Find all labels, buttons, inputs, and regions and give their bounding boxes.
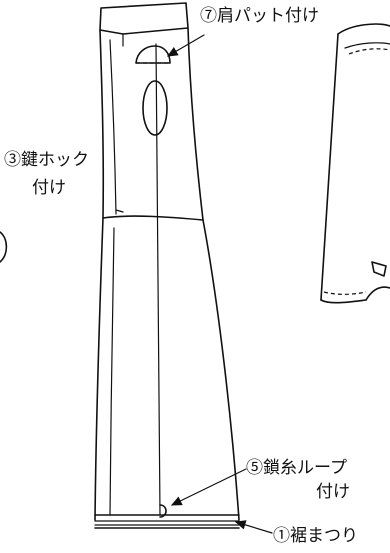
hook-label-line2: 付け xyxy=(32,178,66,198)
shoulder-pad-label: ⑦肩パット付け xyxy=(200,6,319,26)
loop-leader xyxy=(170,468,247,506)
left-partial-item xyxy=(0,231,8,263)
shoulder-pad-leader xyxy=(166,34,205,57)
hem-label: ①裾まつり xyxy=(273,526,358,546)
hem-leader xyxy=(234,520,273,534)
loop-label-line2: 付け xyxy=(316,482,350,502)
trousers xyxy=(94,217,240,529)
hook-label-line1: ③鍵ホック xyxy=(4,150,89,170)
loop-label-line1: ⑤鎖糸ループ xyxy=(246,458,347,478)
right-garment xyxy=(320,23,390,304)
bodice xyxy=(99,2,204,516)
